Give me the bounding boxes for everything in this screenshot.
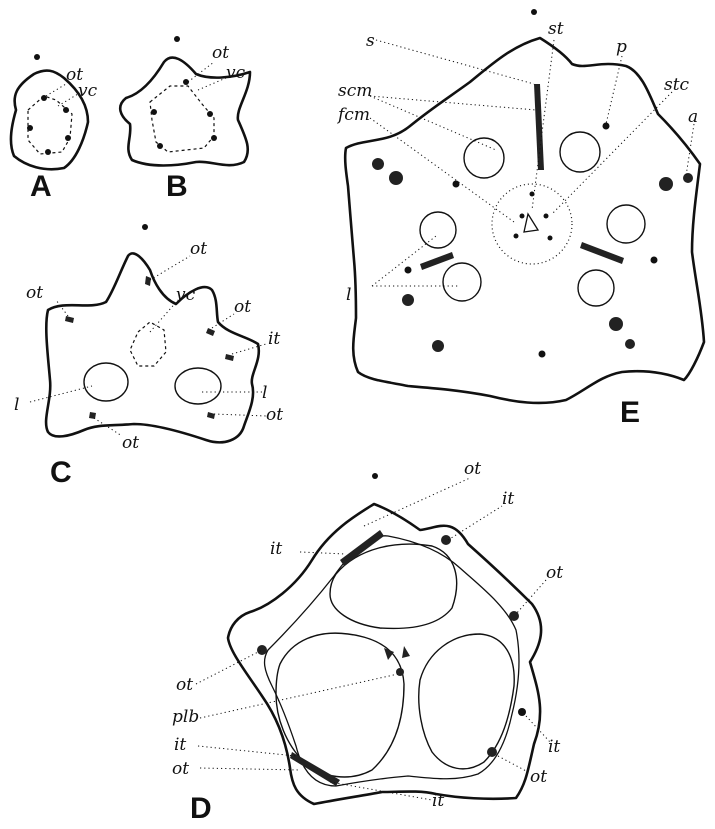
orientation-dot <box>142 224 148 230</box>
label-ot-left: ot <box>26 283 43 303</box>
label-st: st <box>548 19 564 39</box>
panel-b: ot vc B <box>120 36 250 203</box>
panel-letter: B <box>166 170 188 203</box>
label-ot-bottom: ot <box>122 433 139 453</box>
vascular-cylinder <box>28 96 72 154</box>
label-fcm: fcm <box>336 105 370 125</box>
orientation-dot <box>531 9 537 15</box>
label-a: a <box>688 107 698 127</box>
label-it-lower-right: it <box>548 737 560 757</box>
panel-letter: D <box>190 792 212 825</box>
section-outline <box>46 253 259 442</box>
label-ot-left: ot <box>176 675 193 695</box>
label-it-bottom: it <box>432 791 444 811</box>
label-l-right: l <box>262 383 267 403</box>
label-p: p <box>616 37 627 57</box>
label-plb: plb <box>172 707 199 727</box>
label-ot-top: ot <box>190 239 207 259</box>
orientation-dot <box>174 36 180 42</box>
label-ot-right: ot <box>234 297 251 317</box>
label-ot: ot <box>212 43 229 63</box>
label-it-left: it <box>174 735 186 755</box>
label-vc: vc <box>78 81 98 101</box>
vascular-cylinder <box>150 86 214 152</box>
panel-a: ot vc A <box>11 54 98 203</box>
label-ot-right: ot <box>546 563 563 583</box>
label-s: s <box>366 31 375 51</box>
label-vc: vc <box>176 285 196 305</box>
label-vc: vc <box>226 63 246 83</box>
label-l-left: l <box>14 395 19 415</box>
panel-c: ot ot vc ot it l l ot ot C <box>14 224 283 489</box>
label-ot-lower-right: ot <box>266 405 283 425</box>
orientation-dot <box>372 473 378 479</box>
label-stc: stc <box>664 75 690 95</box>
label-scm: scm <box>338 81 372 101</box>
label-it-top-right: it <box>502 489 514 509</box>
panel-letter: C <box>50 456 72 489</box>
label-it: it <box>268 329 280 349</box>
panel-letter: A <box>30 170 52 203</box>
label-ot-top: ot <box>464 459 481 479</box>
label-l: l <box>346 285 351 305</box>
section-outline <box>345 38 704 403</box>
label-it-top-left: it <box>270 539 282 559</box>
panel-letter: E <box>620 396 640 429</box>
orientation-dot <box>34 54 40 60</box>
label-ot-bottom-left: ot <box>172 759 189 779</box>
panel-e: s st p stc scm fcm a l E <box>336 9 704 429</box>
panel-d: ot it it ot ot plb it ot it ot it D <box>172 459 563 825</box>
label-ot-bottom-right: ot <box>530 767 547 787</box>
vascular-cylinder <box>130 322 166 366</box>
